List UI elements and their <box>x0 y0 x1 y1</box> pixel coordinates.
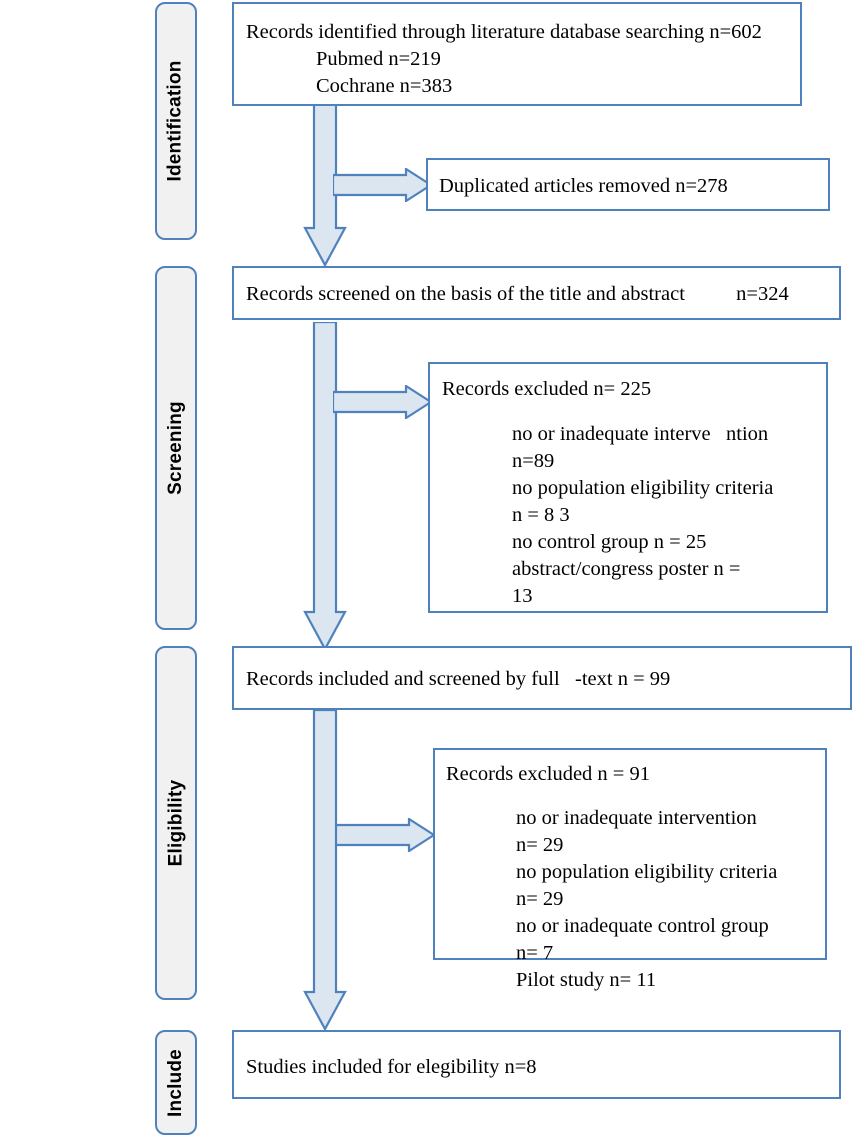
box-records-screened: Records screened on the basis of the tit… <box>232 266 841 320</box>
records-identified-cochrane: Cochrane n=383 <box>316 75 453 97</box>
records-fulltext-text: Records included and screened by full -t… <box>246 668 671 690</box>
right-arrow-to-excluded-eligibility <box>336 818 436 852</box>
stage-label-screening: Screening <box>165 401 187 495</box>
excluded-eligibility-reason-1: no or inadequate intervention <box>516 807 757 829</box>
stage-label-identification: Identification <box>165 60 186 182</box>
excluded-eligibility-reason-5: no or inadequate control group <box>516 915 769 937</box>
excluded-screening-heading: Records excluded n= 225 <box>442 378 652 400</box>
stage-bar-include: Include <box>155 1030 197 1135</box>
box-duplicated-removed: Duplicated articles removed n=278 <box>426 158 830 211</box>
duplicated-removed-text: Duplicated articles removed n=278 <box>439 175 728 197</box>
excluded-eligibility-reason-2: n= 29 <box>516 834 564 856</box>
stage-bar-identification: Identification <box>155 2 197 240</box>
studies-included-text: Studies included for elegibility n=8 <box>246 1056 537 1078</box>
excluded-eligibility-heading: Records excluded n = 91 <box>446 763 650 785</box>
box-records-excluded-screening: Records excluded n= 225 no or inadequate… <box>428 362 828 613</box>
excluded-eligibility-reason-7: Pilot study n= 11 <box>516 969 657 991</box>
excluded-screening-reason-7: 13 <box>512 585 533 607</box>
down-arrow-fulltext-to-included <box>303 710 347 1032</box>
right-arrow-to-duplicates <box>333 168 433 202</box>
stage-label-eligibility: Eligibility <box>165 779 186 867</box>
box-records-excluded-eligibility: Records excluded n = 91 no or inadequate… <box>433 748 827 991</box>
right-arrow-to-excluded-screening <box>333 385 433 419</box>
stage-bar-screening: Screening <box>155 266 197 630</box>
excluded-screening-reason-6: abstract/congress poster n = <box>512 558 741 580</box>
excluded-screening-reason-4: n = 8 3 <box>512 504 570 526</box>
records-identified-pubmed: Pubmed n=219 <box>316 48 441 70</box>
box-studies-included: Studies included for elegibility n=8 <box>232 1030 841 1099</box>
stage-bar-eligibility: Eligibility <box>155 646 197 1000</box>
down-arrow-identified-to-screened <box>303 104 347 268</box>
stage-label-include: Include <box>165 1048 187 1117</box>
excluded-screening-reason-5: no control group n = 25 <box>512 531 707 553</box>
box-records-fulltext: Records included and screened by full -t… <box>232 646 852 710</box>
excluded-screening-reason-2: n=89 <box>512 450 555 472</box>
down-arrow-screened-to-fulltext <box>303 322 347 652</box>
excluded-eligibility-reason-3: no population eligibility criteria <box>516 861 778 883</box>
excluded-eligibility-reason-4: n= 29 <box>516 888 564 910</box>
excluded-screening-reason-3: no population eligibility criteria <box>512 477 774 499</box>
box-records-identified: Records identified through literature da… <box>232 2 802 106</box>
records-identified-line-1: Records identified through literature da… <box>246 21 762 43</box>
excluded-screening-reason-1: no or inadequate interve ntion <box>512 423 769 445</box>
excluded-eligibility-reason-6: n= 7 <box>516 942 554 964</box>
records-screened-text: Records screened on the basis of the tit… <box>246 283 789 305</box>
